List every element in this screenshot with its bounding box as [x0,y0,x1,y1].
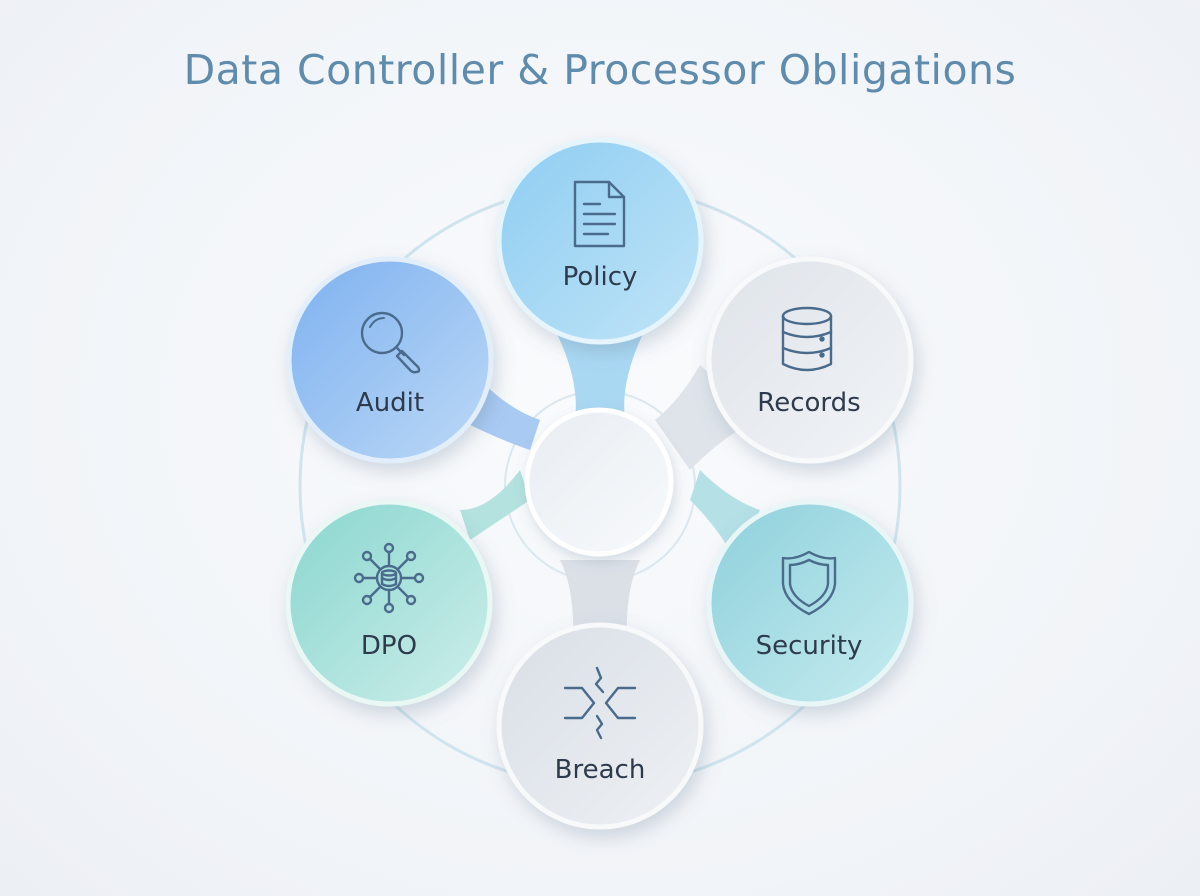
connector-policy [555,330,645,420]
node-audit-label: Audit [356,388,424,418]
node-security-circle [706,499,914,707]
center-hub [524,407,674,557]
node-policy-label: Policy [563,262,638,292]
network-hub-icon [353,542,425,614]
node-audit: Audit [286,256,494,464]
node-security: Security [706,499,914,707]
connector-records [655,365,760,470]
node-breach: Breach [496,622,704,830]
node-audit-circle [286,256,494,464]
node-records-circle [706,256,914,464]
node-policy: Policy [496,137,704,345]
node-security-label: Security [756,631,863,661]
node-breach-label: Breach [555,755,646,785]
shield-icon [781,550,837,616]
database-icon [781,306,833,372]
node-records: Records [706,256,914,464]
node-dpo: DPO [285,499,493,707]
connector-dpo [460,470,530,540]
node-policy-circle [496,137,704,345]
diagram-title: Data Controller & Processor Obligations [183,46,1017,94]
node-dpo-label: DPO [361,631,417,661]
node-records-label: Records [757,388,860,418]
document-icon [573,180,626,248]
magnifier-icon [360,311,421,374]
broken-link-icon [563,666,637,740]
